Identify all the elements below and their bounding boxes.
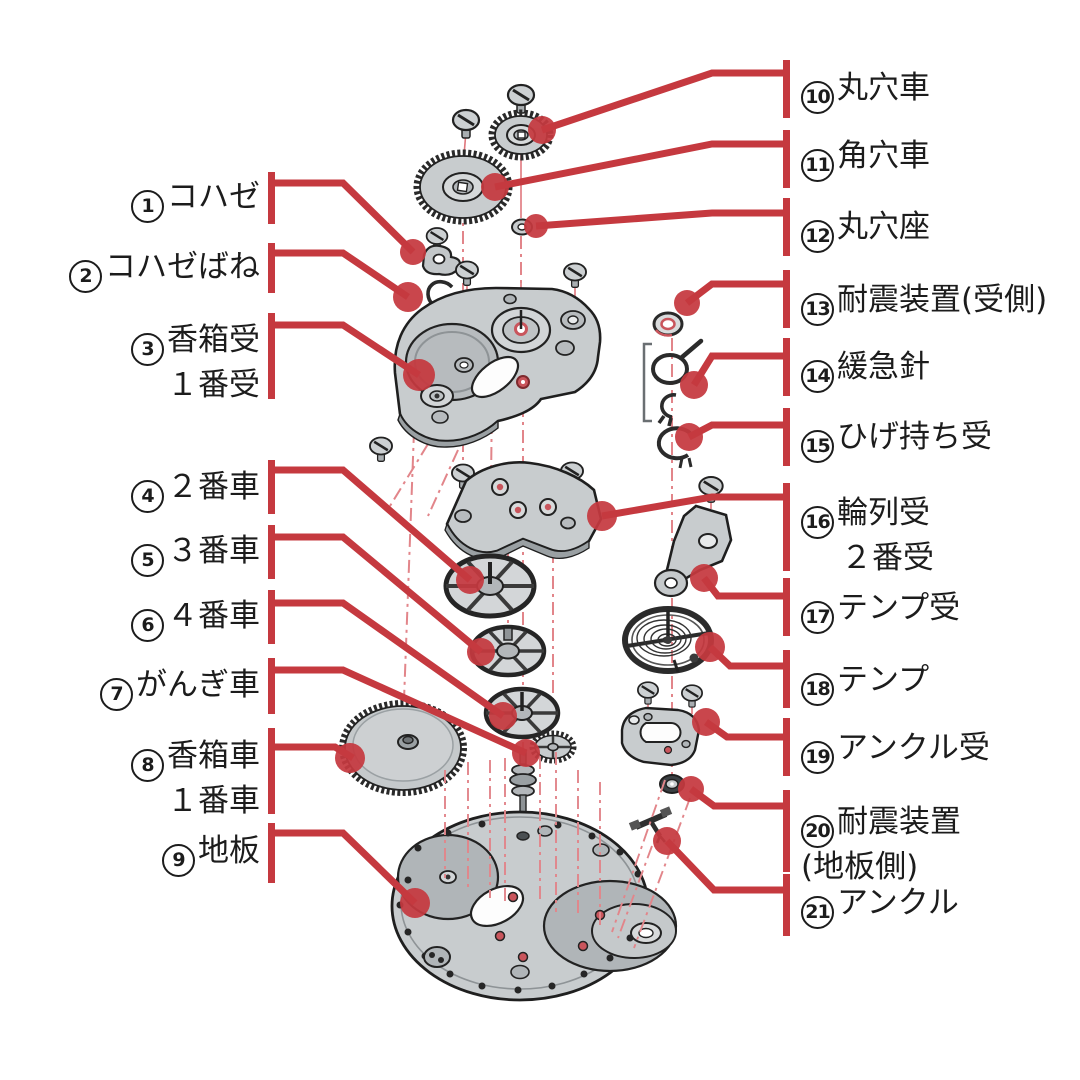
label-text: テンプ: [837, 662, 930, 698]
label-text: ３番車: [167, 533, 260, 569]
label-text: １番受: [167, 367, 260, 403]
callout-dots: [335, 116, 725, 918]
label-number: 16: [801, 506, 834, 539]
label-number: 12: [801, 220, 834, 253]
label-number: 3: [131, 333, 164, 366]
label-text: 地板: [198, 833, 260, 869]
label-number: 10: [801, 81, 834, 114]
label-text: 香箱受: [167, 322, 260, 358]
label-text: コハゼばね: [105, 249, 260, 285]
shock-absorber-plate-side: [659, 774, 685, 794]
label-number: 2: [69, 260, 102, 293]
pallet-bridge: [620, 681, 704, 767]
balance-cock: [653, 475, 733, 598]
label-number: 15: [801, 430, 834, 463]
label-text: がんぎ車: [136, 667, 260, 703]
label-number: 6: [131, 609, 164, 642]
label-text: 丸穴車: [837, 70, 930, 106]
label-number: 7: [100, 678, 133, 711]
label-number: 21: [801, 896, 834, 929]
hairspring-clip: [657, 393, 677, 427]
label-number: 13: [801, 293, 834, 326]
label-text: テンプ受: [837, 590, 961, 626]
label-number: 19: [801, 741, 834, 774]
label-text: アンクル受: [837, 730, 990, 766]
axis-lines-lower: [444, 752, 691, 949]
barrel: [339, 700, 467, 796]
bracket: [642, 342, 652, 423]
label-number: 8: [131, 749, 164, 782]
label-text: ４番車: [167, 598, 260, 634]
main-plate: [390, 810, 678, 1002]
leader-lines: [275, 69, 783, 906]
label-number: 1: [131, 190, 164, 223]
label-number: 4: [131, 480, 164, 513]
label-number: 18: [801, 673, 834, 706]
label-number: 17: [801, 601, 834, 634]
label-text: アンクル: [837, 885, 959, 921]
label-bars: [268, 60, 790, 936]
label-number: 20: [801, 815, 834, 848]
regulator: [651, 338, 704, 385]
label-text: １番車: [167, 783, 260, 819]
label-text: 丸穴座: [837, 209, 930, 245]
label-text: ２番車: [167, 469, 260, 505]
barrel-bridge: [393, 260, 602, 448]
label-text: コハゼ: [167, 179, 260, 215]
label-text: 角穴車: [837, 138, 930, 174]
label-text: ひげ持ち受: [837, 419, 992, 455]
third-wheel: [469, 624, 547, 678]
label-text: 耐震装置: [837, 804, 961, 840]
label-text: 輪列受: [837, 495, 930, 531]
label-number: 14: [801, 360, 834, 393]
label-number: 9: [162, 844, 195, 877]
label-text: 耐震装置(受側): [837, 282, 1048, 318]
shock-absorber-bridge-side: [652, 311, 684, 337]
label-text: 緩急針: [837, 349, 930, 385]
label-text: 香箱車: [167, 738, 260, 774]
label-number: 5: [131, 544, 164, 577]
label-text: ２番受: [841, 540, 934, 576]
label-text: (地板側): [801, 849, 919, 885]
click: [421, 226, 461, 276]
label-number: 11: [801, 149, 834, 182]
